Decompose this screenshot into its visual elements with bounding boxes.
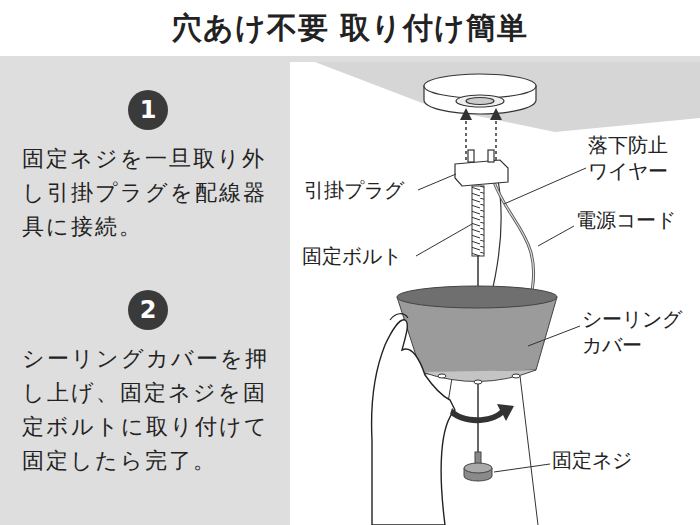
insert-arrow (465, 114, 467, 160)
white-panel (290, 62, 700, 525)
step-number-text: 1 (140, 96, 157, 124)
fixing-screw (464, 452, 492, 481)
hook-plug (455, 150, 508, 186)
part-label: 固定ネジ (552, 448, 644, 472)
step-number-text: 2 (140, 296, 157, 324)
leader-line (416, 168, 586, 472)
fixing-bolt (472, 186, 484, 256)
pendant-line (520, 376, 538, 525)
step-text: シーリングカバーを押し上げ、固定ネジを固定ボルトに取り付けて固定したら完了。 (22, 342, 274, 478)
bolt-thread (472, 186, 484, 256)
part-label: 電源コード (576, 208, 694, 232)
hand (372, 320, 455, 525)
part-label: 落下防止ワイヤー (588, 132, 680, 184)
step-number: 1 (128, 90, 168, 130)
fall-prevention-wire (490, 180, 501, 300)
gray-panel (0, 56, 700, 525)
part-label: 固定ボルト (302, 244, 414, 268)
hand-finger (390, 314, 408, 320)
title: 穴あけ不要 取り付け簡単 (0, 8, 700, 49)
ceiling-rosette (424, 74, 536, 114)
step-number: 2 (128, 290, 168, 330)
part-label: シーリングカバー (582, 306, 694, 358)
part-label: 引掛プラグ (304, 178, 416, 202)
rotate-arrow (450, 404, 514, 423)
insert-arrow (495, 114, 497, 160)
step-text: 固定ネジを一旦取り外し引掛プラグを配線器具に接続。 (22, 142, 274, 244)
ceiling (315, 62, 700, 132)
